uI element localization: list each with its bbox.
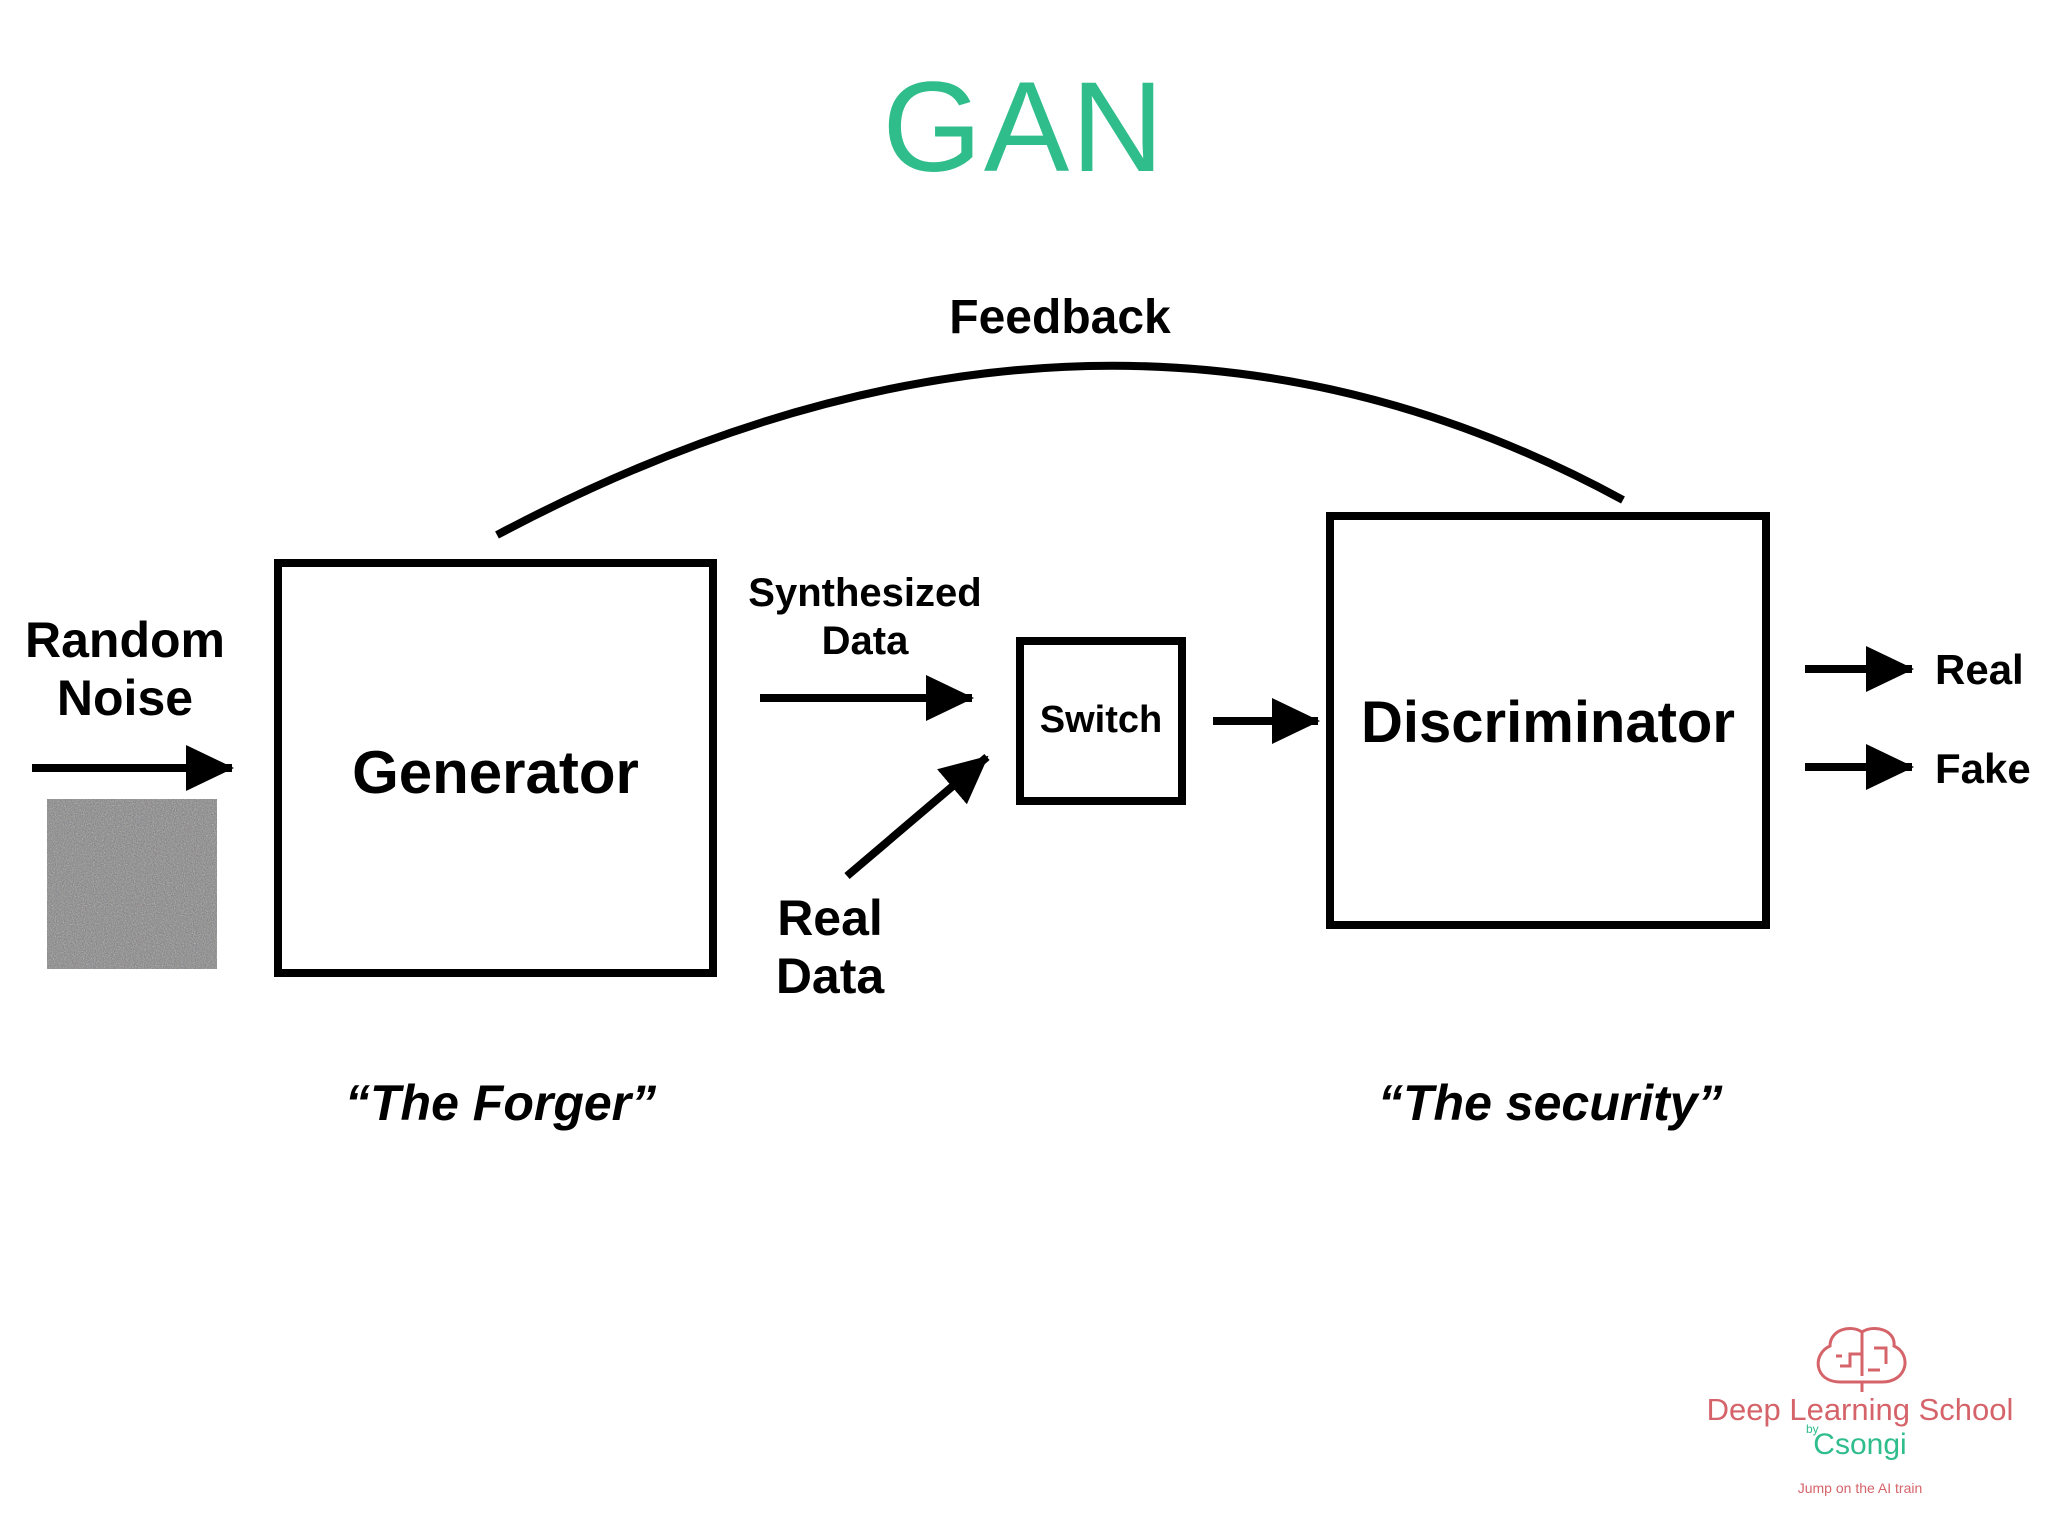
logo-name: Deep Learning School: [1706, 1392, 2014, 1427]
output-real-label: Real: [1935, 646, 2024, 693]
logo-sub: Csongi: [1813, 1428, 1907, 1461]
synthesized-line2: Data: [821, 619, 909, 663]
random-noise-label: Random Noise: [10, 612, 240, 727]
logo-tagline: Jump on the AI train: [1797, 1480, 1923, 1496]
synthesized-line1: Synthesized: [748, 571, 982, 615]
real-data-line2: Data: [775, 947, 885, 1004]
generator-label: Generator: [352, 739, 639, 806]
feedback-label: Feedback: [949, 291, 1171, 344]
school-logo: Deep Learning School by Csongi Jump on t…: [1690, 1320, 2030, 1500]
switch-label: Switch: [1039, 699, 1163, 741]
generator-caption: “The Forger”: [345, 1075, 657, 1131]
output-fake-label: Fake: [1935, 745, 2031, 792]
brain-icon: [1816, 1327, 1907, 1392]
discriminator-label: Discriminator: [1361, 690, 1735, 755]
generator-box: [274, 559, 717, 977]
feedback-arc: [495, 361, 1625, 539]
real-data-line1: Real: [777, 890, 883, 946]
logo-by: by: [1806, 1422, 1819, 1436]
discriminator-box: [1326, 512, 1770, 929]
real-data-arrow: [844, 753, 990, 880]
random-noise-line2: Noise: [56, 669, 194, 726]
synthesized-data-label: Synthesized Data: [730, 569, 1000, 665]
switch-box: [1016, 637, 1186, 805]
page-title: GAN: [882, 56, 1166, 199]
real-data-label: Real Data: [740, 890, 920, 1005]
discriminator-caption: “The security”: [1378, 1075, 1723, 1131]
noise-image: [47, 799, 217, 969]
random-noise-line1: Random: [25, 612, 225, 668]
